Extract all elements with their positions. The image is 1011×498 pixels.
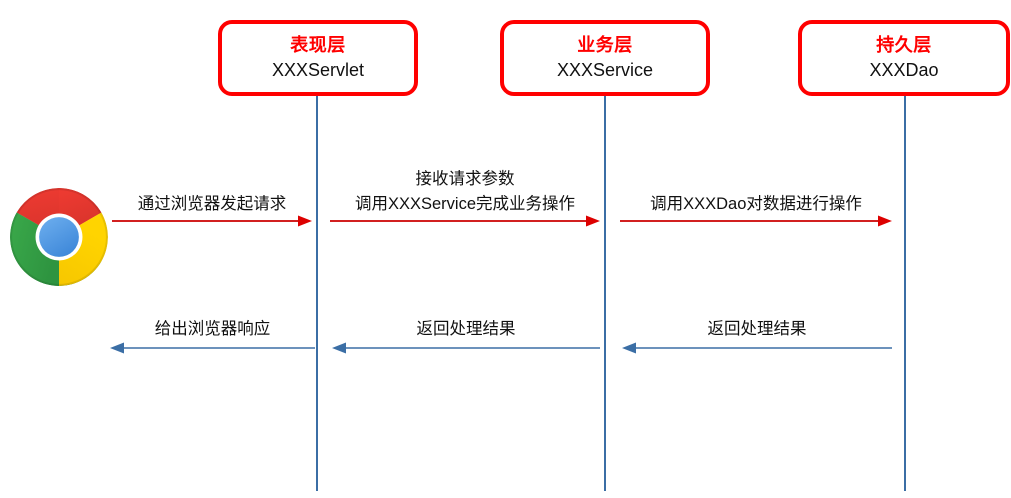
arrow-blue-left — [622, 341, 892, 359]
arrow-red-right — [112, 214, 312, 232]
message-response-dao-to-service: 返回处理结果 — [622, 303, 892, 354]
message-label-group: 调用XXXDao对数据进行操作 — [620, 192, 892, 218]
chrome-browser-icon — [8, 186, 110, 288]
participant-class-label: XXXService — [556, 60, 654, 81]
message-label-group: 给出浏览器响应 — [110, 317, 315, 343]
lifeline-presentation — [316, 21, 318, 491]
message-label-group: 通过浏览器发起请求 — [112, 192, 312, 218]
participant-box-persistence[interactable]: 持久层 XXXDao — [798, 20, 1010, 96]
arrow-blue-left — [332, 341, 600, 359]
lifeline-persistence — [904, 21, 906, 491]
message-label-group: 返回处理结果 — [332, 317, 600, 343]
message-label-group: 返回处理结果 — [622, 317, 892, 343]
participant-class-label: XXXServlet — [271, 60, 365, 81]
participant-box-presentation[interactable]: 表现层 XXXServlet — [218, 20, 418, 96]
message-request-service-to-dao: 调用XXXDao对数据进行操作 — [620, 178, 892, 227]
message-request-servlet-to-service: 接收请求参数 调用XXXService完成业务操作 — [330, 152, 600, 227]
participant-layer-label: 表现层 — [290, 34, 346, 55]
arrow-red-right — [330, 214, 600, 232]
message-request-browser-to-servlet: 通过浏览器发起请求 — [112, 178, 312, 227]
message-label-line: 接收请求参数 — [415, 169, 515, 188]
participant-layer-label: 业务层 — [577, 34, 633, 55]
message-label-line: 返回处理结果 — [416, 320, 516, 339]
participant-layer-label: 持久层 — [876, 34, 932, 55]
message-label-line: 给出浏览器响应 — [154, 320, 271, 339]
message-label-line: 调用XXXService完成业务操作 — [354, 195, 576, 214]
message-response-service-to-servlet: 返回处理结果 — [332, 303, 600, 354]
lifeline-business — [604, 21, 606, 491]
message-label-line: 返回处理结果 — [707, 320, 807, 339]
arrow-blue-left — [110, 341, 315, 359]
arrow-red-right — [620, 214, 892, 232]
participant-box-business[interactable]: 业务层 XXXService — [500, 20, 710, 96]
message-label-group: 接收请求参数 调用XXXService完成业务操作 — [330, 167, 600, 218]
message-response-servlet-to-browser: 给出浏览器响应 — [110, 303, 315, 354]
participant-class-label: XXXDao — [869, 60, 939, 81]
message-label-line: 调用XXXDao对数据进行操作 — [650, 195, 862, 214]
message-label-line: 通过浏览器发起请求 — [137, 195, 287, 214]
